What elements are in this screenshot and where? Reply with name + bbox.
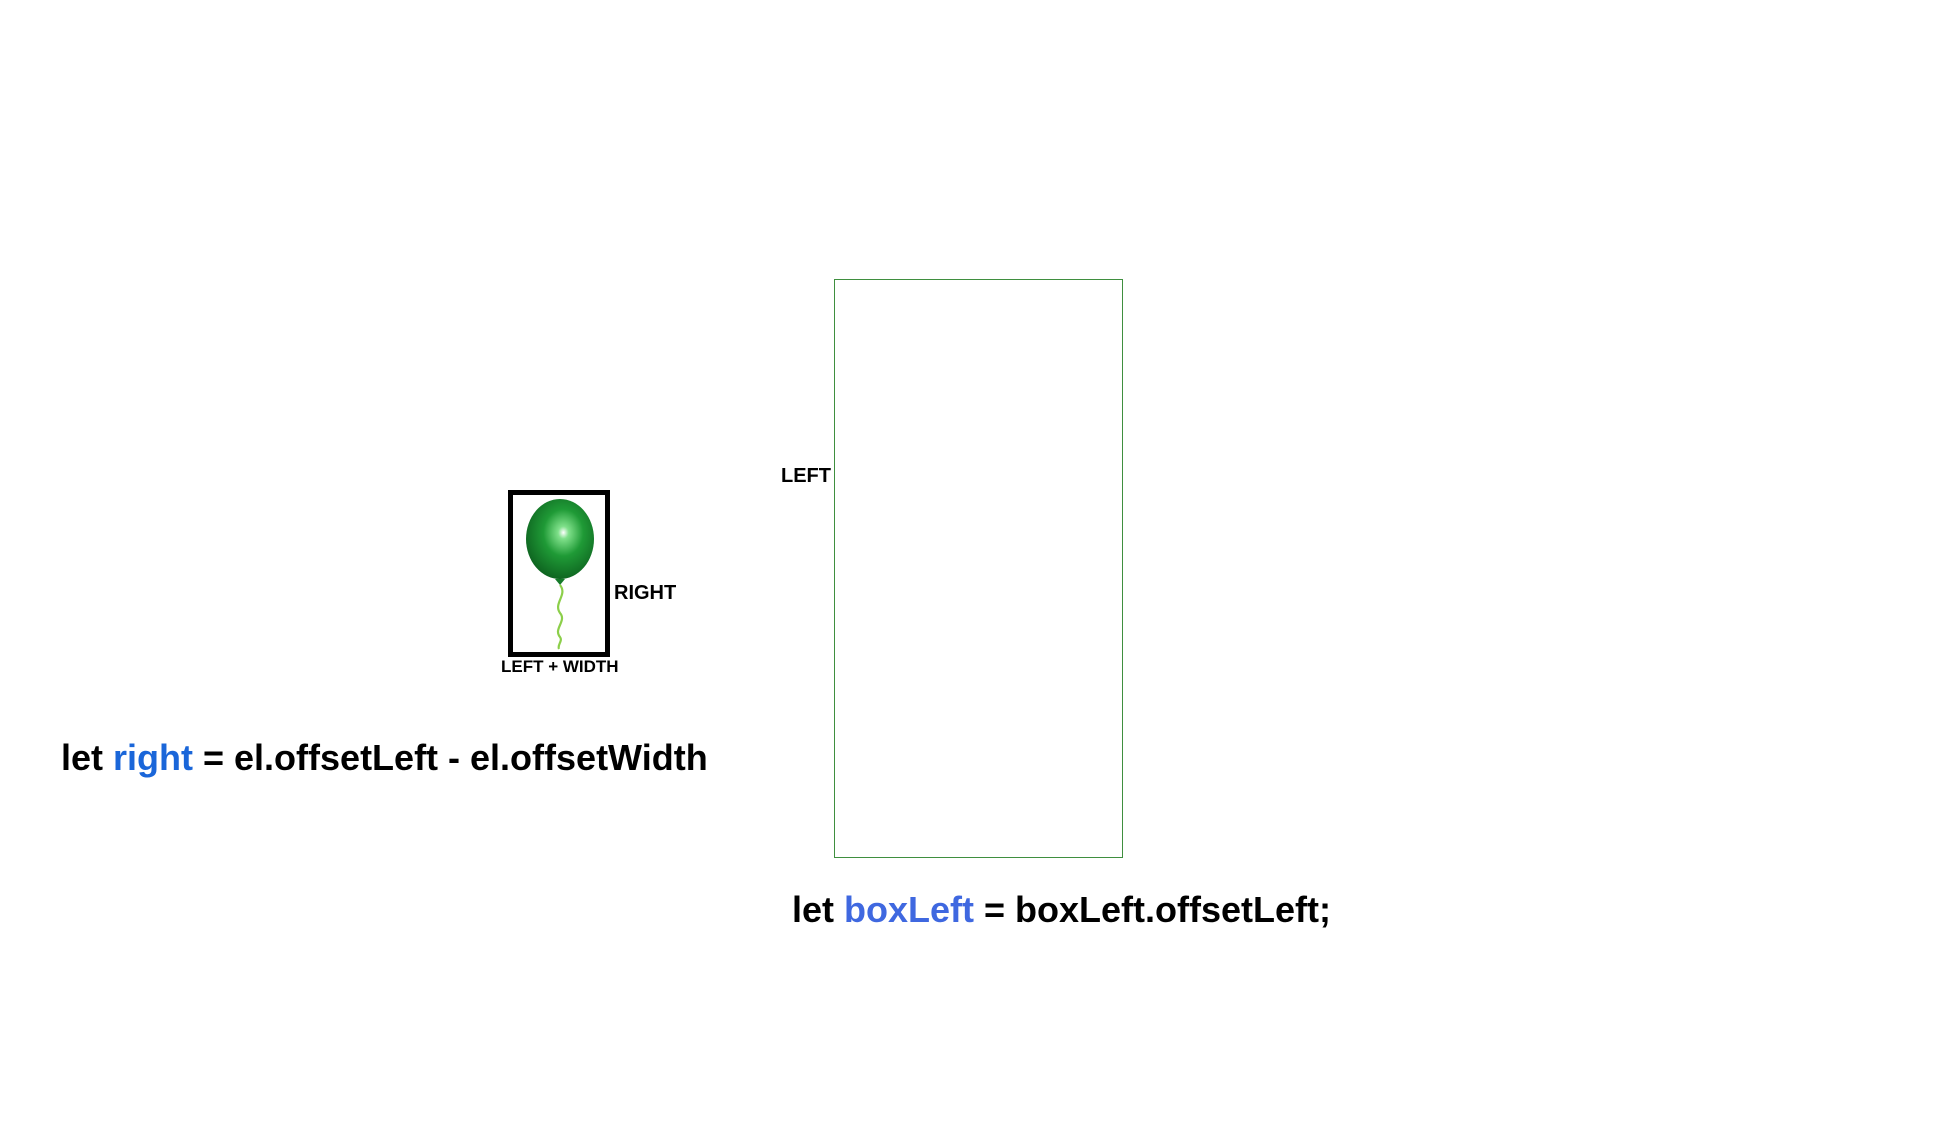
target-box xyxy=(834,279,1123,858)
left-label: LEFT xyxy=(781,465,831,487)
code-suffix: = el.offsetLeft - el.offsetWidth xyxy=(193,737,708,778)
code-variable-boxleft: boxLeft xyxy=(844,889,975,930)
balloon-element-frame xyxy=(508,490,610,657)
code-prefix: let xyxy=(61,737,114,778)
code-line-right: let right = el.offsetLeft - el.offsetWid… xyxy=(61,740,708,776)
right-label: RIGHT xyxy=(614,582,677,604)
code-prefix: let xyxy=(792,889,845,930)
code-variable-right: right xyxy=(113,737,193,778)
left-plus-width-label: LEFT + WIDTH xyxy=(501,657,619,676)
code-line-boxleft: let boxLeft = boxLeft.offsetLeft; xyxy=(792,892,1331,928)
code-suffix: = boxLeft.offsetLeft; xyxy=(974,889,1332,930)
green-balloon-icon xyxy=(526,499,594,650)
